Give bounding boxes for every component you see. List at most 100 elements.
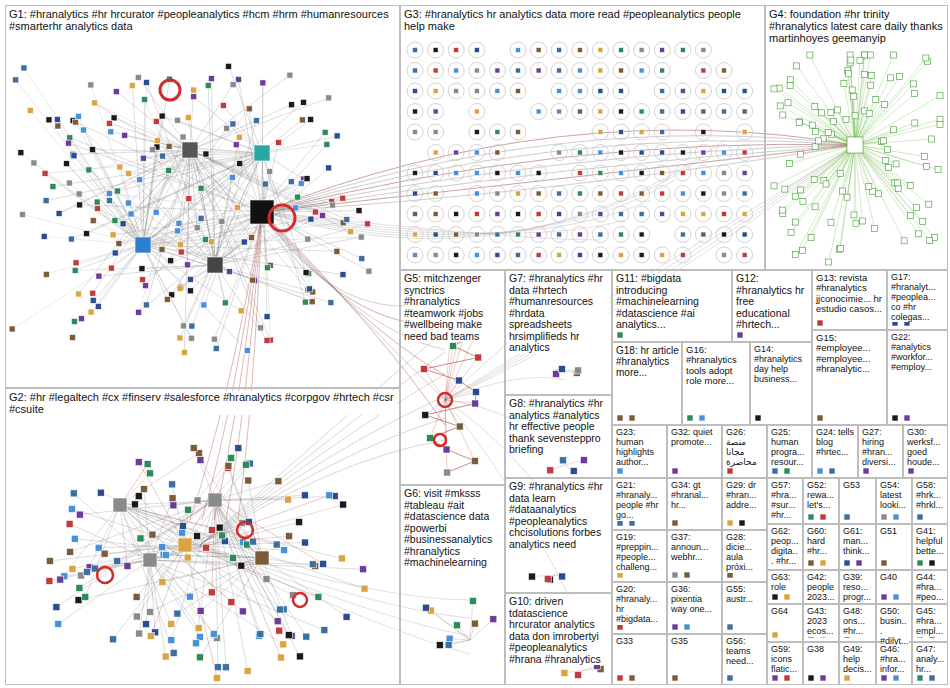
vertex-icon <box>264 265 270 271</box>
network-edge <box>262 153 313 292</box>
vertex-icon <box>847 137 863 153</box>
group-label: G7: #hranalytics #hr data #hrtech #human… <box>509 273 609 354</box>
group-label: G9: #hranalytics #hr data learn #dataana… <box>509 481 609 550</box>
vertex-icon <box>857 57 863 63</box>
vertex-icon <box>812 204 818 210</box>
vertex-icon <box>872 225 878 231</box>
vertex-icon <box>340 195 346 201</box>
vertex-loop <box>675 247 691 263</box>
group-box: G63: role <box>767 570 803 604</box>
vertex-icon <box>817 320 823 326</box>
vertex-icon <box>433 130 438 135</box>
vertex-icon <box>727 624 733 630</box>
vertex-icon <box>129 83 135 89</box>
vertex-loop <box>531 165 547 181</box>
vertex-icon <box>166 143 172 149</box>
vertex-icon <box>495 68 500 73</box>
vertex-icon <box>660 68 665 73</box>
vertex-icon <box>680 191 685 196</box>
vertex-loop <box>592 227 608 243</box>
network-edge <box>143 245 343 275</box>
vertex-icon <box>660 150 665 155</box>
network-edge <box>215 500 279 631</box>
vertex-icon <box>742 232 747 237</box>
vertex-icon <box>303 633 310 640</box>
vertex-icon <box>782 186 788 192</box>
network-edge <box>215 265 313 292</box>
vertex-icon <box>883 158 889 164</box>
vertex-icon <box>881 514 887 520</box>
network-edge <box>855 139 931 145</box>
vertex-icon <box>413 48 418 53</box>
vertex-icon <box>830 118 836 124</box>
network-edge <box>91 245 143 312</box>
vertex-icon <box>288 179 294 185</box>
network-edge <box>188 118 215 265</box>
vertex-icon <box>559 573 566 580</box>
group-label: G35 <box>671 637 719 647</box>
network-edge <box>229 66 262 153</box>
vertex-icon <box>230 82 236 88</box>
vertex-loop <box>695 83 711 99</box>
vertex-icon <box>516 89 521 94</box>
network-edge <box>780 106 855 145</box>
group-label: G41: helpful bette... <box>916 527 945 557</box>
vertex-icon <box>859 218 865 224</box>
vertex-icon <box>516 232 521 237</box>
network-edge <box>215 500 260 634</box>
group-label: G8: #hranalytics #hr analytics #analytic… <box>509 398 609 456</box>
vertex-icon <box>577 89 582 94</box>
network-edge <box>137 545 185 617</box>
network-edge <box>215 137 239 265</box>
vertex-icon <box>197 607 204 614</box>
vertex-icon <box>135 459 142 466</box>
vertex-icon <box>912 120 918 126</box>
vertex-icon <box>27 107 33 113</box>
vertex-loop <box>469 206 485 222</box>
vertex-icon <box>76 191 82 197</box>
vertex-icon <box>737 332 743 338</box>
vertex-icon <box>812 128 818 134</box>
vertex-icon <box>308 116 314 122</box>
group-box: G61: man... think... <box>839 524 876 570</box>
network-edge <box>120 505 342 558</box>
vertex-loop <box>592 247 608 263</box>
vertex-icon <box>742 191 747 196</box>
network-edge <box>150 560 324 630</box>
vertex-loop <box>510 83 526 99</box>
vertex-icon <box>777 103 783 109</box>
network-edge <box>162 116 262 153</box>
vertex-icon <box>67 548 74 555</box>
network-edge <box>262 145 855 212</box>
vertex-icon <box>619 68 624 73</box>
vertex-loop <box>469 63 485 79</box>
vertex-icon <box>110 232 116 238</box>
vertex-icon <box>246 106 252 112</box>
vertex-icon <box>422 604 429 611</box>
vertex-loop <box>551 83 567 99</box>
group-label: G55: austr... <box>726 585 764 605</box>
vertex-icon <box>639 109 644 114</box>
vertex-icon <box>196 654 203 661</box>
vertex-icon <box>817 468 823 474</box>
vertex-icon <box>787 77 793 83</box>
vertex-icon <box>853 220 859 226</box>
vertex-icon <box>194 533 201 540</box>
vertex-loop <box>675 165 691 181</box>
vertex-loop <box>489 186 505 202</box>
network-edge <box>262 153 306 273</box>
vertex-loop <box>428 124 444 140</box>
vertex-icon <box>262 181 268 187</box>
vertex-icon <box>338 555 345 562</box>
vertex-icon <box>146 470 153 477</box>
vertex-icon <box>219 218 225 224</box>
vertex-icon <box>454 150 459 155</box>
vertex-icon <box>629 415 635 421</box>
vertex-loop <box>654 42 670 58</box>
network-edge <box>855 145 918 234</box>
vertex-loop <box>407 165 423 181</box>
vertex-icon <box>812 144 818 150</box>
vertex-icon <box>238 562 245 569</box>
network-edge <box>69 183 143 245</box>
group-label: G62: peop... digita... #hr... <box>771 527 800 567</box>
